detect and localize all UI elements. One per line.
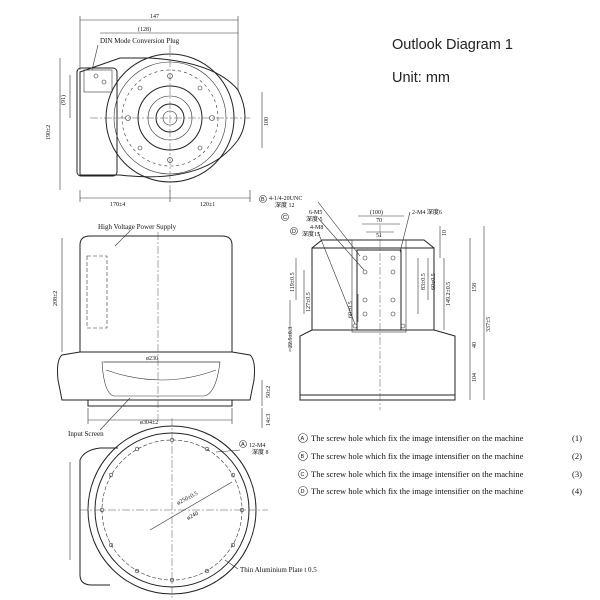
dim-120: 120±1 (200, 202, 215, 208)
dim-side-22: 22.5±0.3 (288, 327, 294, 348)
dim-side-119: 119±0.5 (290, 272, 296, 292)
side-callout-b: B 4-1/4-20UNC 深度 12 (259, 195, 302, 209)
dim-bottom-240: ø240 (186, 511, 199, 522)
side-view: B 4-1/4-20UNC 深度 12 C 6-M5 深度 5 D 4-M8 深… (259, 195, 492, 410)
bottom-view: A 12-M4 深度 8 ø250±0.5 ø240 Thin Aluminiu… (69, 418, 317, 600)
dim-side-149: 149.2±0.5 (446, 282, 452, 306)
dim-304: ø304±2 (140, 420, 158, 426)
legend-item-d: D The screw hole which fix the image int… (298, 486, 582, 496)
svg-text:B: B (261, 197, 265, 203)
bottom-callout-a: A 12-M4 深度 8 (215, 440, 269, 456)
dim-side-60: 60±0.5 (431, 273, 437, 290)
legend-item-b: B The screw hole which fix the image int… (298, 451, 582, 461)
legend-item-c: C The screw hole which fix the image int… (298, 469, 582, 479)
svg-text:12-M4: 12-M4 (249, 443, 265, 449)
svg-text:D: D (292, 229, 296, 235)
dim-side-158: 158 (472, 283, 478, 292)
dim-190: 190±2 (46, 125, 52, 140)
dim-side-10: 10 (442, 230, 448, 236)
svg-text:C: C (283, 215, 287, 221)
svg-text:A: A (301, 436, 305, 442)
dim-208: 208±2 (53, 291, 59, 306)
svg-text:The screw hole which fix the i: The screw hole which fix the image inten… (311, 486, 524, 496)
dim-side-104: 104 (472, 373, 478, 382)
dim-side-83: 83±0.5 (421, 273, 427, 290)
top-view: 147 (128) DIN Mode Conversion Plug 190±2… (46, 14, 270, 208)
svg-text:2-M4 深度6: 2-M4 深度6 (412, 208, 442, 216)
svg-text:(3): (3) (572, 469, 582, 479)
dim-128: (128) (138, 26, 151, 33)
top-view-bolt-holes (125, 73, 215, 163)
side-callout-c: C 6-M5 深度 5 (281, 210, 323, 223)
svg-text:A: A (241, 442, 245, 448)
dim-230: ø230 (146, 356, 158, 362)
side-view-screw-holes (352, 255, 406, 329)
svg-text:(1): (1) (572, 433, 582, 443)
hv-supply-callout: High Voltage Power Supply (98, 223, 177, 231)
dim-100: 100 (264, 117, 270, 126)
dim-14: 14±3 (266, 414, 272, 426)
legend-item-a: A The screw hole which fix the image int… (298, 433, 582, 443)
svg-text:4-1/4-20UNC: 4-1/4-20UNC (269, 196, 302, 202)
svg-text:B: B (301, 454, 305, 460)
svg-text:The screw hole which fix the i: The screw hole which fix the image inten… (311, 469, 524, 479)
svg-text:深度 12: 深度 12 (275, 201, 295, 209)
svg-text:4-M8: 4-M8 (310, 225, 323, 231)
dim-side-100: (100) (370, 209, 383, 216)
dim-bottom-250: ø250±0.5 (176, 491, 199, 507)
svg-text:深度15: 深度15 (302, 230, 320, 238)
input-screen-callout: Input Screen (68, 430, 104, 438)
thin-plate-callout: Thin Aluminium Plate t 0.5 (240, 566, 317, 574)
svg-text:(4): (4) (572, 486, 582, 496)
svg-text:6-M5: 6-M5 (309, 210, 322, 216)
side-callout-m4: 2-M4 深度6 (399, 208, 442, 253)
svg-text:The screw hole which fix the i: The screw hole which fix the image inten… (311, 451, 524, 461)
svg-text:(2): (2) (572, 451, 582, 461)
dim-50: 50±2 (266, 386, 272, 398)
dim-side-60b: 60±0.5 (348, 301, 354, 318)
svg-text:深度 5: 深度 5 (306, 215, 323, 223)
dim-170: 170±4 (110, 202, 125, 208)
dim-side-70: 70 (376, 218, 382, 224)
legend: A The screw hole which fix the image int… (298, 433, 582, 496)
diagram-title: Outlook Diagram 1 (392, 37, 513, 53)
dim-147: 147 (150, 14, 159, 20)
dim-side-51: 51 (376, 233, 382, 239)
svg-text:D: D (301, 489, 305, 495)
svg-text:深度 8: 深度 8 (252, 448, 269, 456)
dim-side-127: 127±0.5 (306, 292, 312, 312)
din-plug-callout: DIN Mode Conversion Plug (100, 37, 180, 45)
svg-text:C: C (301, 472, 305, 478)
front-view: High Voltage Power Supply 208±2 ø230 50±… (53, 223, 272, 438)
dim-91: (91) (60, 95, 67, 105)
unit-label: Unit: mm (392, 70, 450, 86)
bottom-view-screw-holes (99, 437, 245, 583)
dim-side-337: 337±5 (486, 317, 492, 332)
side-callout-d: D 4-M8 深度15 (290, 225, 323, 238)
svg-text:The screw hole which fix the i: The screw hole which fix the image inten… (311, 433, 524, 443)
dim-side-40: 40 (472, 342, 478, 348)
